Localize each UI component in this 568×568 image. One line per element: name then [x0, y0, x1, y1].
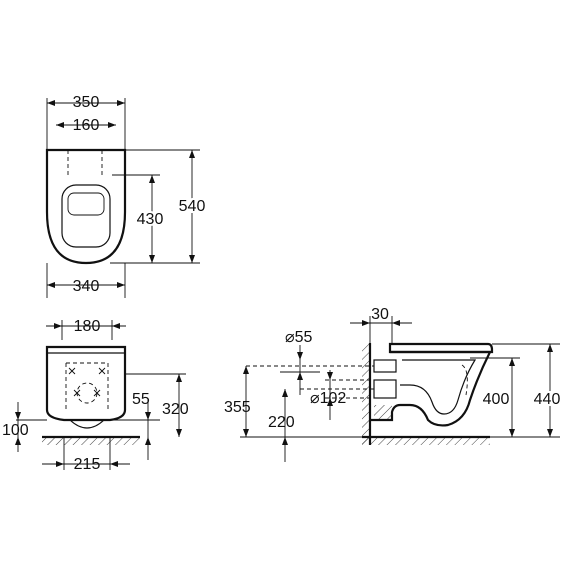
- back-view: 180 100 55: [2, 318, 189, 473]
- back-outlet-height-label: 55: [132, 391, 150, 408]
- side-outlet-diameter-label: ⌀102: [310, 390, 346, 407]
- top-width-overall-label: 350: [73, 94, 100, 111]
- top-view-seat-opening: [61, 184, 111, 248]
- back-floor-height-label: 100: [2, 422, 29, 439]
- top-width-seat-label: 340: [73, 278, 100, 295]
- side-inlet-diameter-label: ⌀55: [285, 329, 313, 346]
- side-view-bowl-outline: [370, 350, 492, 427]
- side-outlet-height-label: 220: [268, 414, 295, 431]
- back-bolt-spacing-label: 180: [74, 318, 101, 335]
- side-inlet-height-label: 355: [224, 399, 251, 416]
- side-total-height-label: 440: [534, 391, 561, 408]
- back-upper-height-label: 320: [162, 401, 189, 418]
- top-length-overall-label: 540: [179, 198, 206, 215]
- side-rim-height-label: 400: [483, 391, 510, 408]
- top-view-bowl-outline: [45, 148, 127, 265]
- back-bottom-width-label: 215: [74, 456, 101, 473]
- top-seat-length-label: 430: [137, 211, 164, 228]
- side-wall-offset-label: 30: [371, 306, 389, 323]
- top-view-seat-inner: [67, 192, 105, 216]
- side-view: 30 ⌀55 ⌀102 355: [224, 306, 562, 462]
- top-view: 350 160 340 430 540: [45, 94, 207, 298]
- top-fixing-distance-label: 160: [73, 117, 100, 134]
- side-view-seat: [388, 342, 494, 354]
